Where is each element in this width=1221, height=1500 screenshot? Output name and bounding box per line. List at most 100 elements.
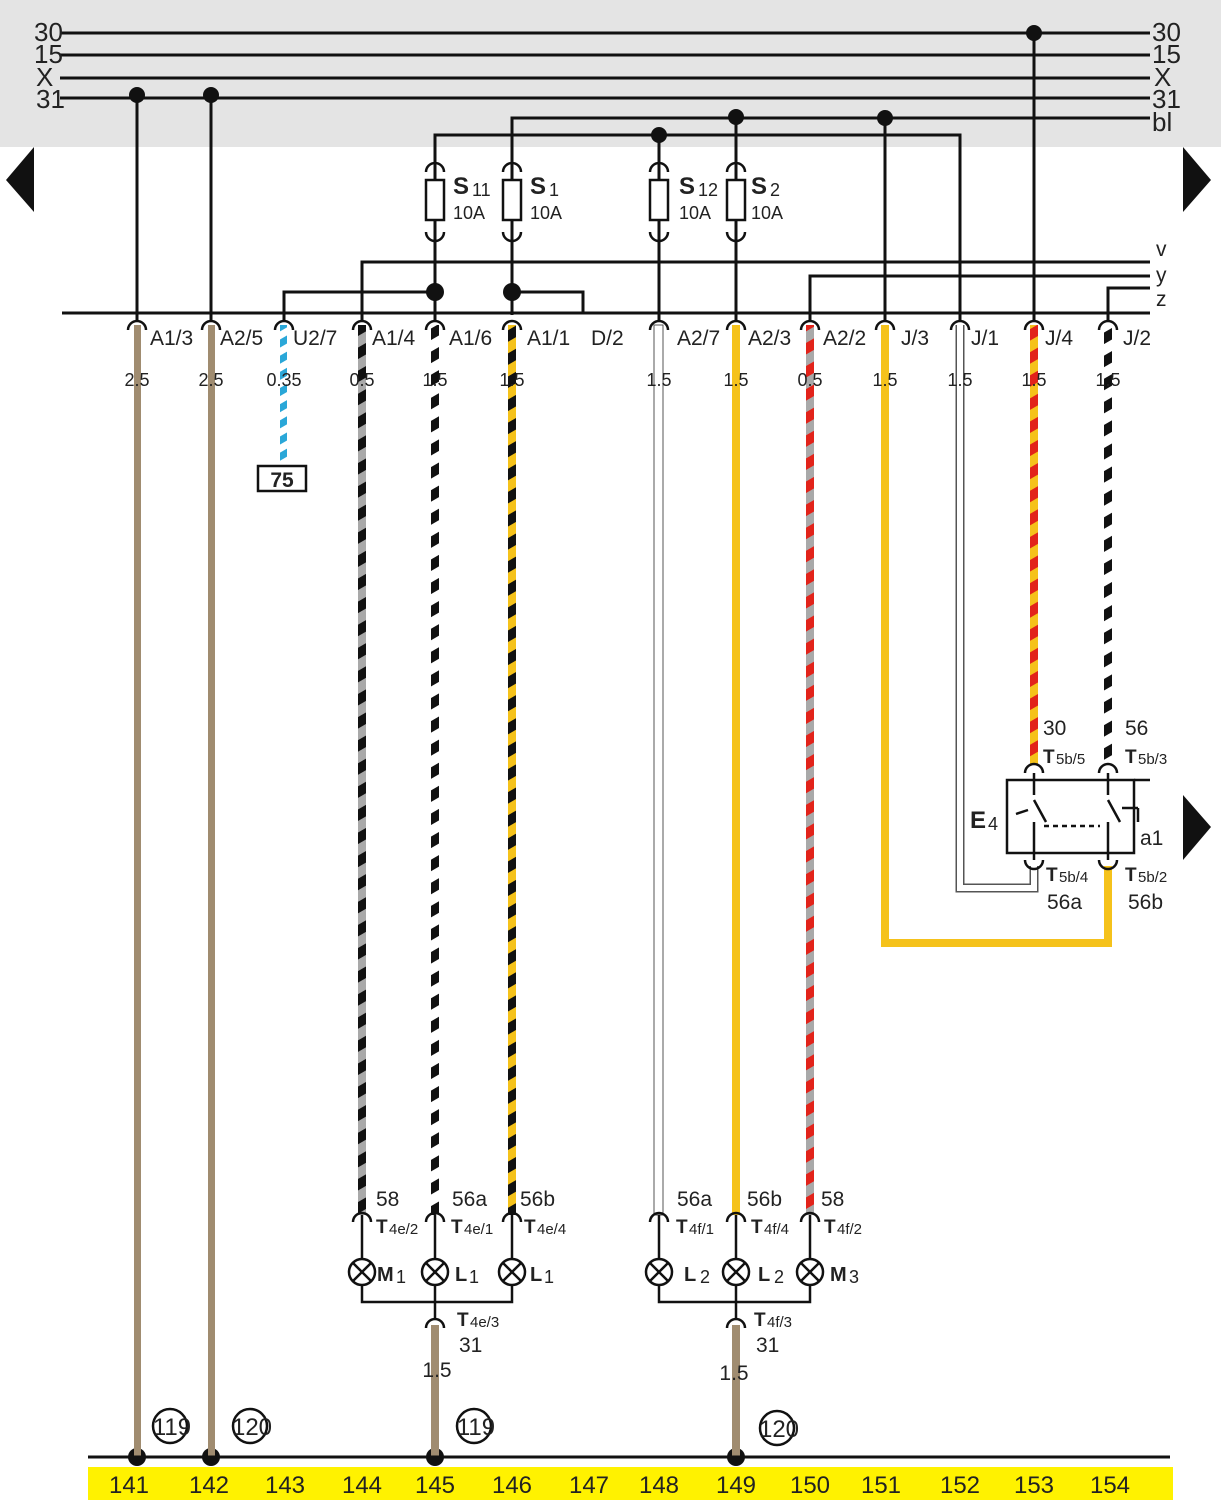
- rail-labels: v y z: [1156, 238, 1167, 311]
- previous-page-arrow-icon[interactable]: [6, 147, 34, 212]
- terminal-label: 56a: [452, 1188, 487, 1211]
- junction-dots: [128, 25, 1042, 1466]
- rail-label-z: z: [1156, 288, 1167, 311]
- pin-label: A2/7: [677, 327, 720, 350]
- fuse-rating-s11: 10A: [453, 203, 485, 223]
- terminal-label: 56b: [520, 1188, 555, 1211]
- cs-label: 1.5: [422, 370, 447, 390]
- pin-label: T: [376, 1217, 388, 1238]
- switch-term-30: 30: [1043, 717, 1066, 740]
- pin-label: A1/4: [372, 327, 416, 350]
- track-number: 146: [492, 1472, 532, 1499]
- rail-label-y: y: [1156, 264, 1167, 287]
- pin-label: J/3: [901, 327, 929, 350]
- lamp-sub: 2: [774, 1267, 784, 1287]
- wire-black-white-145: [431, 325, 439, 1215]
- pin-label: A2/3: [748, 327, 791, 350]
- lamp-label: M: [830, 1264, 847, 1286]
- lamp-label: L: [684, 1264, 696, 1286]
- pin-label: J/2: [1123, 327, 1151, 350]
- right-light-group: 56a 56b 58 T 4f/1 T 4f/4 T 4f/2 L 2 L 2 …: [644, 1188, 862, 1385]
- cs-label: 1.5: [1021, 370, 1046, 390]
- cs-label: 1.5: [872, 370, 897, 390]
- wire-black-grey-144: [358, 325, 366, 1215]
- pin-label: T: [457, 1310, 469, 1331]
- switch-label: E: [970, 807, 986, 834]
- rail-label-v: v: [1156, 238, 1167, 261]
- wire-black-white-154: [1104, 325, 1112, 765]
- cs-label: 0.35: [266, 370, 301, 390]
- ground-point-icon: [455, 1407, 493, 1445]
- bus-label-30-right: 30: [1152, 17, 1181, 47]
- lamp-label: L: [530, 1264, 542, 1286]
- pin-label: T: [524, 1217, 536, 1238]
- wire-brown-ground-right: [732, 1325, 740, 1457]
- ground-points: 119 120 119 120: [151, 1407, 799, 1447]
- fuse-sub-s2: 2: [770, 180, 780, 200]
- pin-label: A1/1: [527, 327, 570, 350]
- track-number: 144: [342, 1472, 382, 1499]
- fuse-s1: [501, 178, 523, 222]
- pin-sub: 4e/2: [389, 1221, 418, 1238]
- ref-box[interactable]: [256, 464, 308, 493]
- lamp-sub: 2: [700, 1267, 710, 1287]
- fuse-label-s12: S: [679, 173, 695, 200]
- pin-sub: 4f/3: [767, 1314, 792, 1331]
- fuse-rating-s12: 10A: [679, 203, 711, 223]
- pin-sub: 4f/4: [764, 1221, 789, 1238]
- track-number: 153: [1014, 1472, 1054, 1499]
- cs-label: 1.5: [499, 370, 524, 390]
- bus-bl: [510, 116, 1150, 315]
- ground-point-icon: [758, 1409, 796, 1447]
- ground-point-label: 119: [457, 1414, 495, 1441]
- ground-point-icon: [151, 1407, 189, 1445]
- track-number: 151: [861, 1472, 901, 1499]
- continue-arrow-icon[interactable]: [1183, 795, 1211, 860]
- bus-label-x: X: [36, 62, 53, 92]
- switch-pin-sub: 5b/5: [1056, 751, 1085, 768]
- pin-sub: 4e/1: [464, 1221, 493, 1238]
- fuse-rating-s2: 10A: [751, 203, 783, 223]
- switch-e4: E 4 a1 30 T 5b/5 56 T 5b/3 T 5b/4 56a T …: [970, 717, 1167, 914]
- fuse-sub-s1: 1: [549, 180, 559, 200]
- bus-label-31: 31: [36, 84, 65, 114]
- lamp-icons: [644, 1257, 825, 1287]
- wire-brown-ground-left: [431, 1325, 439, 1457]
- fuse-panel-pin-labels: A1/3 A2/5 U2/7 A1/4 A1/6 A1/1 D/2 A2/7 A…: [150, 327, 1151, 350]
- cs-label: 0.5: [797, 370, 822, 390]
- lamp-sub: 1: [544, 1267, 554, 1287]
- cs-label: 1.5: [646, 370, 671, 390]
- switch-term-56b: 56b: [1128, 891, 1163, 914]
- switch-pin: T: [1043, 747, 1055, 768]
- fuse-labels: S 11 10A S 1 10A S 12 10A S 2 10A: [453, 173, 783, 223]
- current-track-numbers: 141 142 143 144 145 146 147 148 149 150 …: [109, 1472, 1130, 1499]
- switch-term-56a: 56a: [1047, 891, 1082, 914]
- pin-label: D/2: [591, 327, 624, 350]
- switch-sub: 4: [988, 814, 998, 834]
- wire-white-148: [653, 324, 664, 1216]
- cs-label: 2.5: [124, 370, 149, 390]
- lamp-label: M: [377, 1264, 394, 1286]
- ref-box-label: 75: [270, 469, 294, 492]
- wire-red-grey-150: [806, 325, 814, 1215]
- pin-sub: 4f/1: [689, 1221, 714, 1238]
- switch-pin: T: [1046, 865, 1058, 886]
- cross-section-labels: 2.5 2.5 0.35 0.5 1.5 1.5 1.5 1.5 0.5 1.5…: [124, 370, 1120, 390]
- pin-label: T: [754, 1310, 766, 1331]
- switch-pin-sub: 5b/4: [1059, 869, 1088, 886]
- ground-point-label: 119: [153, 1414, 191, 1441]
- pin-label: A2/5: [220, 327, 263, 350]
- pin-label: A2/2: [823, 327, 866, 350]
- cs-label: 1.5: [723, 370, 748, 390]
- fuse-s11: [424, 178, 446, 222]
- terminal-label: 58: [376, 1188, 399, 1211]
- track-number: 150: [790, 1472, 830, 1499]
- pin-label: U2/7: [293, 327, 337, 350]
- next-page-arrow-icon[interactable]: [1183, 147, 1211, 212]
- wire-blue-white-143: [280, 325, 287, 465]
- ground-point-label: 120: [759, 1416, 799, 1443]
- switch-term-56: 56: [1125, 717, 1148, 740]
- pin-label: T: [824, 1217, 836, 1238]
